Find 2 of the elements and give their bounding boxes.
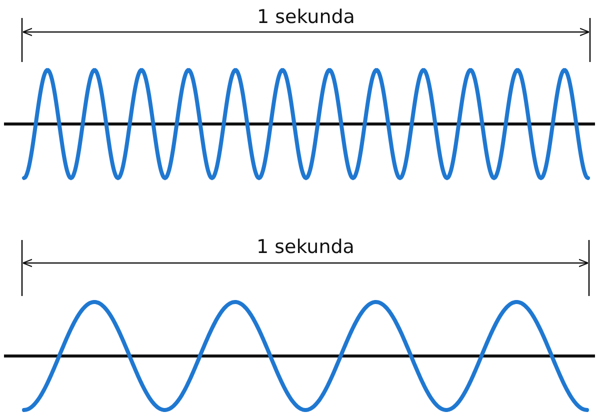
dimension-label: 1 sekunda: [257, 6, 355, 28]
dimension-label: 1 sekunda: [256, 236, 354, 258]
